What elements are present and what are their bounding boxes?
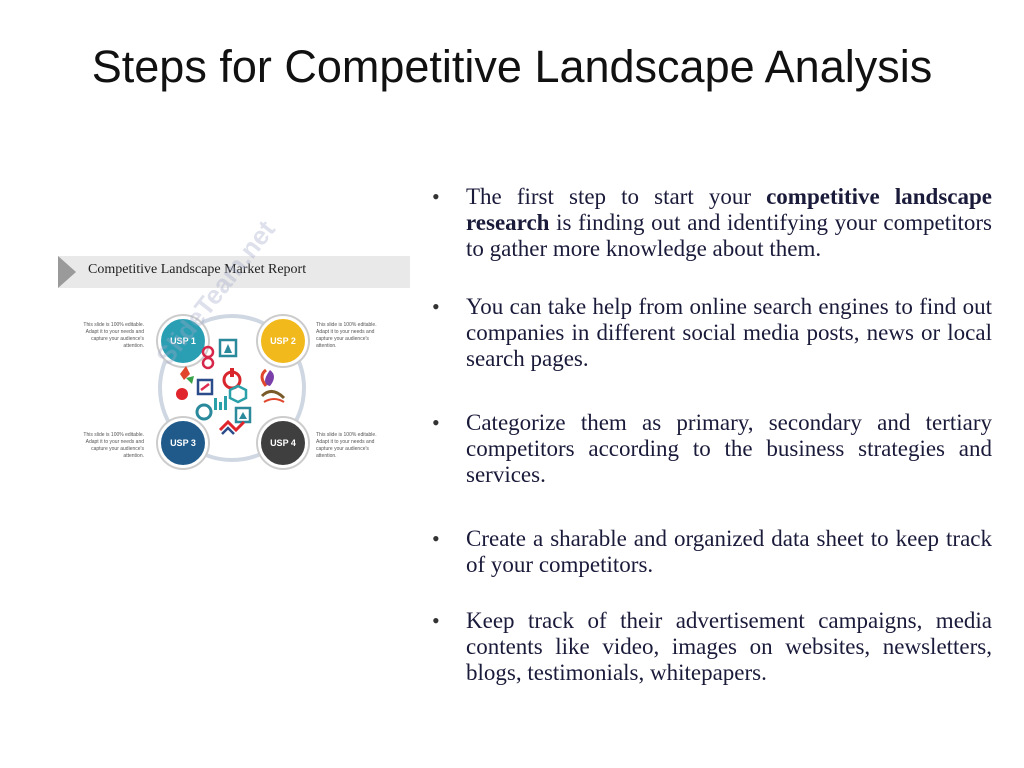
bullet-list: The first step to start your competitive… <box>432 184 992 686</box>
logo-leaf-icon <box>180 366 194 384</box>
report-image: Competitive Landscape Market Report This… <box>58 215 410 484</box>
bullet-text: The first step to start your <box>466 184 767 209</box>
logo-ring-icon <box>176 388 188 400</box>
usp-2-badge: USP 2 <box>258 316 308 366</box>
usp-4-badge: USP 4 <box>258 418 308 468</box>
center-ring <box>158 314 306 462</box>
usp-2-caption: This slide is 100% editable. Adapt it to… <box>316 322 377 349</box>
logo-circle-icon <box>195 403 213 421</box>
logo-swirl-icon <box>260 368 274 387</box>
logo-wave-icon <box>260 390 286 403</box>
logo-hex-icon <box>228 384 248 404</box>
bullet-bold-text: competitive landscape research <box>466 184 992 235</box>
logo-zigzag-icon <box>218 419 246 435</box>
logo-bars-icon <box>214 396 227 410</box>
usp-1-badge: USP 1 <box>158 316 208 366</box>
report-header: Competitive Landscape Market Report <box>58 256 410 288</box>
usp-1-caption: This slide is 100% editable. Adapt it to… <box>83 322 144 349</box>
report-title: Competitive Landscape Market Report <box>88 262 307 277</box>
bullet-text: is finding out and identifying your comp… <box>466 210 992 261</box>
usp-3-badge: USP 3 <box>158 418 208 468</box>
logo-s-icon <box>201 345 215 370</box>
usp-3-caption: This slide is 100% editable. Adapt it to… <box>83 432 144 459</box>
logo-square-icon <box>196 378 214 396</box>
bullet-item: Categorize them as primary, secondary an… <box>432 410 992 488</box>
logo-cluster-icon <box>176 338 286 435</box>
logo-a-icon <box>218 338 238 358</box>
bullet-item: Create a sharable and organized data she… <box>432 526 992 578</box>
bullet-item: Keep track of their advertisement campai… <box>432 608 992 686</box>
bullet-item: You can take help from online search eng… <box>432 294 992 372</box>
logo-triangle-icon <box>234 406 252 424</box>
bullet-item: The first step to start your competitive… <box>432 184 992 262</box>
arrow-icon <box>58 256 76 288</box>
slide-title: Steps for Competitive Landscape Analysis <box>91 41 933 92</box>
usp-4-caption: This slide is 100% editable. Adapt it to… <box>316 432 377 459</box>
